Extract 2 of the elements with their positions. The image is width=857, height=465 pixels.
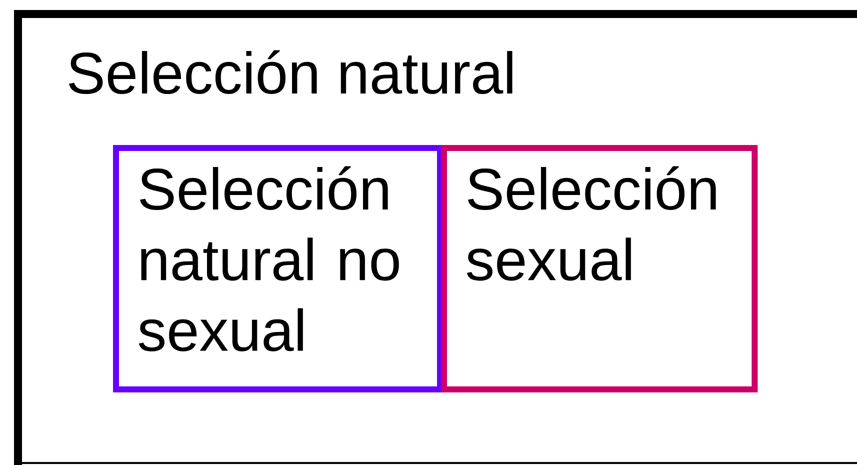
nested-box: Selección natural no sexual bbox=[113, 145, 443, 392]
nested-box: Selección sexual bbox=[441, 145, 758, 392]
